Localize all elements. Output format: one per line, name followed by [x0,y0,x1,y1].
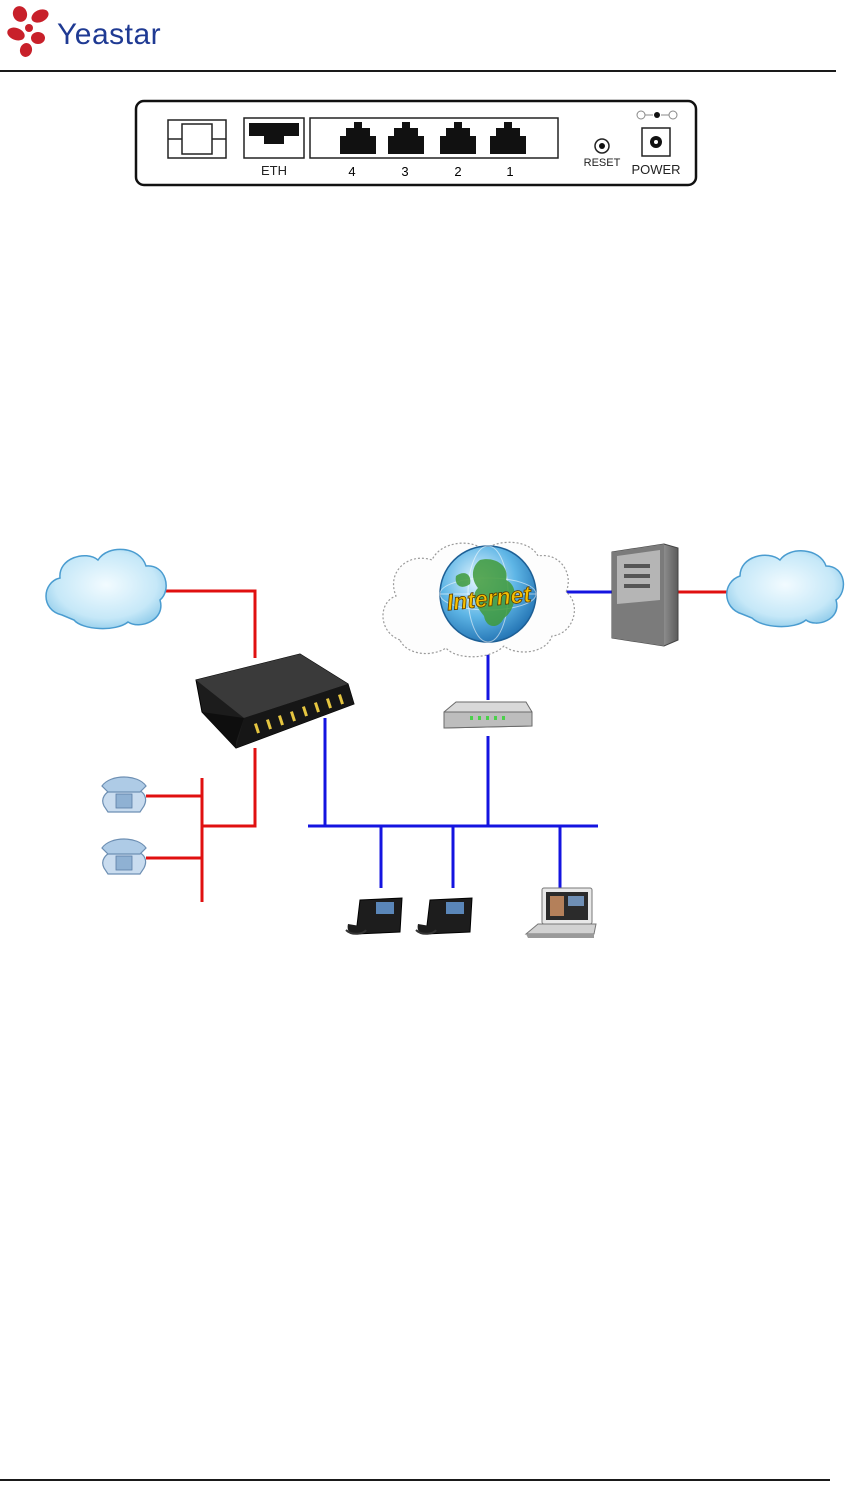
network-diagram: Internet [0,530,849,950]
lan-port-4-label: 4 [348,164,355,179]
ip-phone-icon [346,898,402,935]
analog-phone-icon [102,839,146,874]
laptop-icon [526,888,596,938]
network-switch-icon [444,702,532,728]
eth-label: ETH [261,163,287,178]
yeastar-logo-icon [4,2,58,58]
ip-phone-icon [416,898,472,935]
lan-port-2-label: 2 [454,164,461,179]
lan-port-3-label: 3 [401,164,408,179]
header-divider [0,70,836,72]
reset-label: RESET [584,157,621,169]
internet-globe-icon: Internet [440,546,536,642]
rear-panel: ETH 4 3 2 1 RESET POWER [134,98,700,190]
logo-text: Yeastar [57,18,161,52]
header: Yeastar [0,0,849,72]
voip-gateway-icon [196,654,354,748]
analog-phone-icon [102,777,146,812]
pstn-cloud-icon [46,549,166,628]
pstn-cloud-icon [727,551,844,627]
footer-divider [0,1479,830,1481]
server-tower-icon [612,544,678,646]
power-label: POWER [631,162,680,177]
lan-port-1-label: 1 [506,164,513,179]
